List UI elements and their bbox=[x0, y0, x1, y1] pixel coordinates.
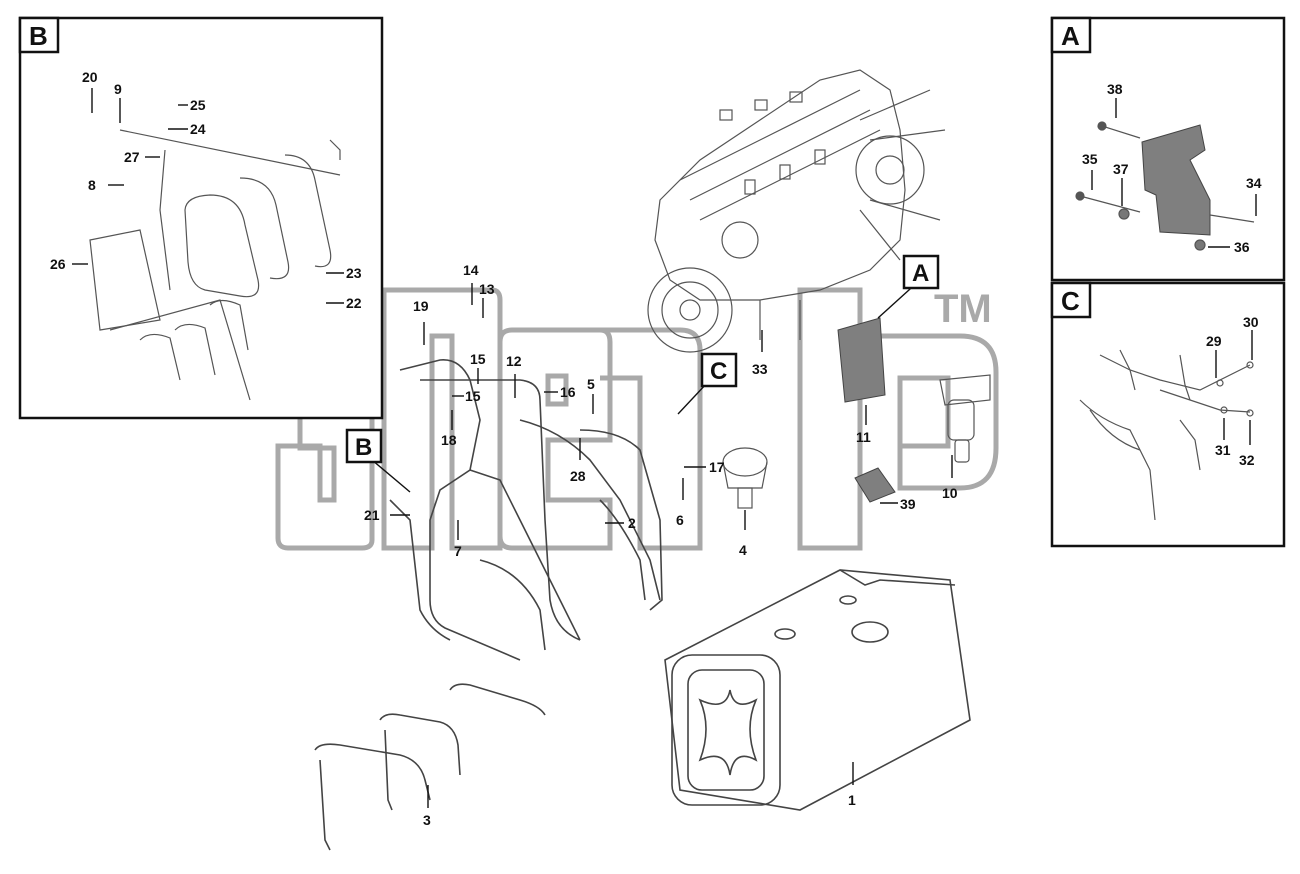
callout-27: 27 bbox=[124, 149, 140, 165]
callout-21: 21 bbox=[364, 507, 380, 523]
detail-view-a: A 38 35 37 34 36 bbox=[1050, 16, 1286, 282]
callout-18: 18 bbox=[441, 432, 457, 448]
return-lines bbox=[314, 683, 546, 851]
svg-text:B: B bbox=[355, 434, 372, 461]
callout-1: 1 bbox=[848, 792, 856, 808]
detail-a-bolts bbox=[1075, 121, 1255, 251]
callout-15b: 15 bbox=[465, 388, 481, 404]
callout-14: 14 bbox=[463, 262, 479, 278]
callout-16: 16 bbox=[560, 384, 576, 400]
detail-a-letter-box bbox=[1050, 16, 1092, 54]
callout-3: 3 bbox=[423, 812, 431, 828]
callout-39: 39 bbox=[900, 496, 916, 512]
detail-view-b: B 20 9 25 24 27 8 26 23 22 bbox=[18, 16, 384, 420]
fuel-lines bbox=[389, 359, 663, 661]
callout-11: 11 bbox=[856, 429, 871, 445]
engine-drawing bbox=[647, 69, 946, 353]
callout-6: 6 bbox=[676, 512, 684, 528]
view-tag-c: C bbox=[677, 352, 738, 415]
callout-2: 2 bbox=[628, 515, 636, 531]
callout-36: 36 bbox=[1234, 239, 1250, 255]
callout-28: 28 bbox=[570, 468, 586, 484]
hand-pump-drawing bbox=[722, 447, 768, 509]
trademark-label: TM bbox=[934, 287, 992, 331]
detail-b-letter: B bbox=[29, 21, 48, 51]
fuel-filter-drawing bbox=[939, 374, 991, 463]
detail-b-drawing bbox=[89, 129, 341, 401]
detail-c-frame bbox=[1050, 281, 1286, 548]
callout-23: 23 bbox=[346, 265, 362, 281]
detail-c-drawing bbox=[1079, 349, 1254, 521]
callout-30: 30 bbox=[1243, 314, 1259, 330]
svg-text:C: C bbox=[710, 358, 727, 385]
fuel-tank-drawing bbox=[664, 569, 971, 811]
callout-35: 35 bbox=[1082, 151, 1098, 167]
callout-25: 25 bbox=[190, 97, 206, 113]
callout-22: 22 bbox=[346, 295, 362, 311]
callout-4: 4 bbox=[739, 542, 747, 558]
callout-24: 24 bbox=[190, 121, 206, 137]
callout-29: 29 bbox=[1206, 333, 1222, 349]
callout-5: 5 bbox=[587, 376, 595, 392]
callout-38: 38 bbox=[1107, 81, 1123, 97]
callout-19: 19 bbox=[413, 298, 429, 314]
callout-31: 31 bbox=[1215, 442, 1231, 458]
detail-c-letter-box bbox=[1050, 281, 1092, 319]
detail-b-letter-box bbox=[18, 16, 60, 54]
detail-c-letter: C bbox=[1061, 286, 1080, 316]
callout-10: 10 bbox=[942, 485, 958, 501]
callout-33: 33 bbox=[752, 361, 768, 377]
detail-view-c: C 30 29 31 32 bbox=[1050, 281, 1286, 548]
watermark-logo bbox=[275, 287, 999, 551]
callout-9: 9 bbox=[114, 81, 122, 97]
view-tag-b: B bbox=[345, 428, 411, 493]
callout-17: 17 bbox=[709, 459, 725, 475]
callout-20: 20 bbox=[82, 69, 98, 85]
callout-32: 32 bbox=[1239, 452, 1255, 468]
callout-12: 12 bbox=[506, 353, 522, 369]
callout-26: 26 bbox=[50, 256, 66, 272]
bracket-plates bbox=[837, 317, 896, 503]
detail-a-bracket bbox=[1141, 124, 1211, 236]
svg-text:A: A bbox=[912, 260, 929, 287]
callout-7: 7 bbox=[454, 543, 462, 559]
detail-a-letter: A bbox=[1061, 21, 1080, 51]
callout-8: 8 bbox=[88, 177, 96, 193]
callout-15a: 15 bbox=[470, 351, 486, 367]
detail-b-frame bbox=[18, 16, 384, 420]
callout-34: 34 bbox=[1246, 175, 1262, 191]
callout-13: 13 bbox=[479, 281, 495, 297]
main-callouts: 14 13 19 15 12 15 16 5 18 28 17 6 2 4 33… bbox=[364, 262, 958, 828]
callout-37: 37 bbox=[1113, 161, 1129, 177]
view-tag-a: A bbox=[877, 254, 940, 319]
